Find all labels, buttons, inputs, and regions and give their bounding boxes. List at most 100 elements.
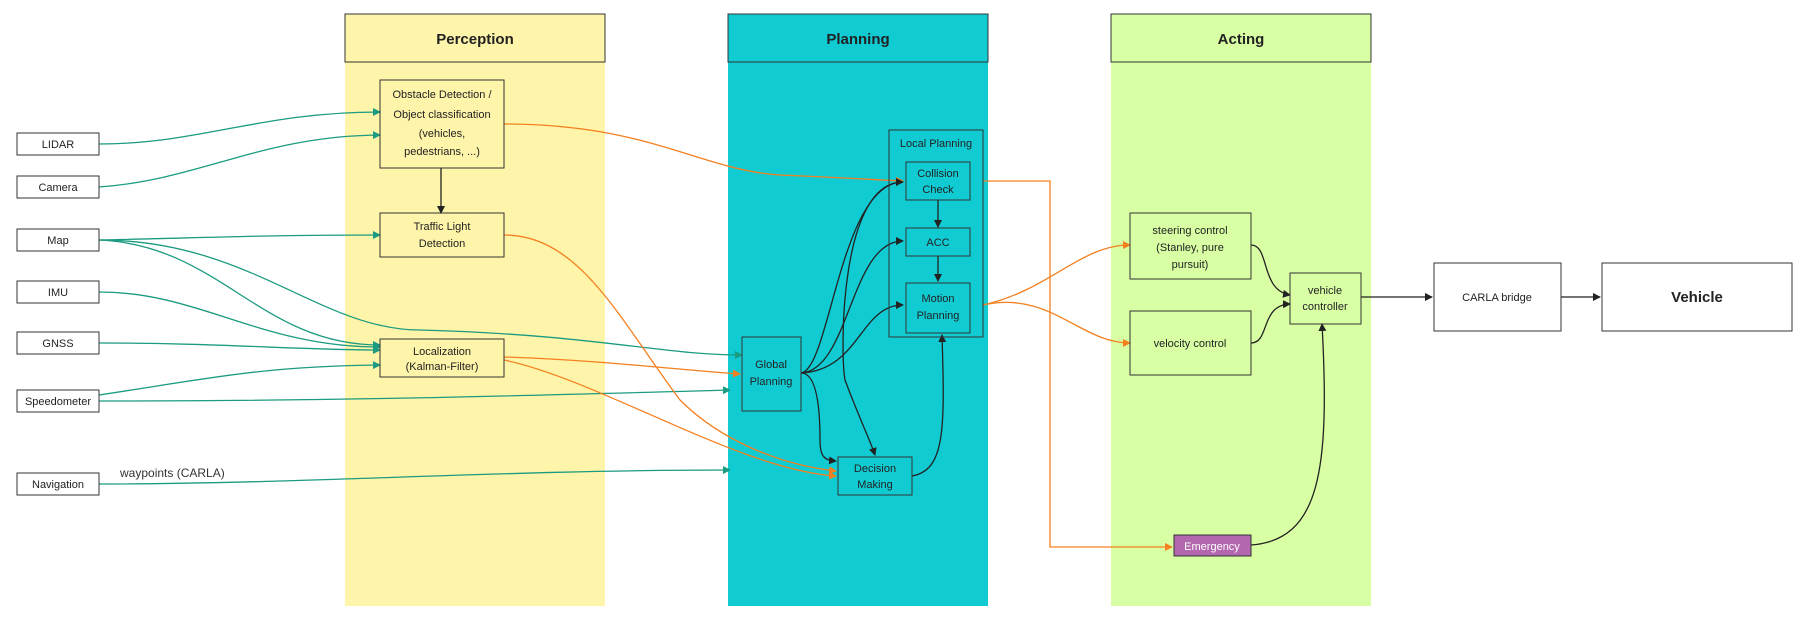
node-collision-check-line-2: Check (922, 184, 954, 196)
input-camera-box (16, 175, 100, 199)
input-imu-label: IMU (48, 287, 68, 299)
edge-collision-to-decision (842, 181, 904, 456)
input-lidar: LIDAR (16, 132, 100, 156)
node-steering-control-line-1: steering control (1152, 225, 1227, 237)
edge-speedometer-to-global (98, 386, 731, 402)
edge-camera-to-obstacle (98, 131, 381, 188)
edge-decision-to-motion (911, 334, 947, 477)
input-gnss: GNSS (16, 331, 100, 355)
lane-planning-title: Planning (826, 31, 889, 48)
edge-localization-to-global (503, 356, 741, 378)
input-speedometer-box (16, 389, 100, 413)
node-emergency: Emergency (1173, 534, 1252, 557)
edge-obstacle-to-collision (503, 123, 904, 185)
lane-perception-background (345, 56, 605, 606)
node-acc-box (905, 227, 971, 257)
edge-localization-to-decision (503, 359, 837, 480)
group-local-planning-box (888, 129, 984, 338)
node-steering-control: steering control (Stanley, pure pursuit) (1129, 212, 1252, 280)
lane-acting-title: Acting (1218, 31, 1265, 48)
edge-global-to-motion (800, 301, 904, 374)
node-carla-bridge: CARLA bridge (1433, 262, 1562, 332)
input-navigation-box (16, 472, 100, 496)
node-global-planning-box (741, 336, 802, 412)
input-navigation-label: Navigation (32, 479, 84, 491)
node-steering-control-line-3: pursuit) (1172, 259, 1209, 271)
node-obstacle-detection-box (379, 79, 505, 169)
lane-acting-header (1110, 13, 1372, 63)
node-global-planning-line-2: Planning (750, 376, 793, 388)
node-motion-planning-line-1: Motion (921, 293, 954, 305)
edge-global-to-acc (800, 237, 904, 374)
node-obstacle-detection-line-2: Object classification (393, 109, 490, 121)
node-obstacle-detection-line-4: pedestrians, ...) (404, 146, 480, 158)
node-vehicle-controller: vehicle controller (1289, 272, 1362, 325)
edge-map-to-global (98, 239, 743, 359)
node-localization: Localization (Kalman-Filter) (379, 338, 505, 378)
node-traffic-light-detection-line-2: Detection (419, 238, 465, 250)
input-camera-label: Camera (38, 182, 78, 194)
node-collision-check-line-1: Collision (917, 168, 959, 180)
input-map: Map (16, 228, 100, 252)
lane-acting: Acting (1110, 13, 1372, 606)
node-vehicle-controller-line-2: controller (1302, 301, 1348, 313)
node-motion-planning-box (905, 282, 971, 334)
lane-acting-background (1111, 56, 1371, 606)
node-steering-control-box (1129, 212, 1252, 280)
group-local-planning: Local Planning (888, 129, 984, 338)
node-decision-making: Decision Making (837, 456, 913, 496)
input-camera: Camera (16, 175, 100, 199)
node-motion-planning-line-2: Planning (917, 310, 960, 322)
node-vehicle-controller-line-1: vehicle (1308, 285, 1342, 297)
lane-perception: Perception (344, 13, 606, 606)
input-imu-box (16, 280, 100, 304)
edge-motion-to-velocity (982, 301, 1131, 347)
lane-perception-header (344, 13, 606, 63)
edge-velocity-to-controller (1250, 300, 1291, 344)
node-steering-control-line-2: (Stanley, pure (1156, 242, 1224, 254)
edges-black (437, 168, 1601, 546)
node-traffic-light-detection-box (379, 212, 505, 258)
node-traffic-light-detection-line-1: Traffic Light (414, 221, 471, 233)
edge-gnss-to-localization (98, 342, 381, 354)
node-vehicle-box (1601, 262, 1793, 332)
edge-speedometer-to-localization (98, 361, 381, 396)
node-decision-making-box (837, 456, 913, 496)
edge-lidar-to-obstacle (98, 108, 381, 145)
node-emergency-label: Emergency (1184, 541, 1240, 553)
edge-emergency-to-controller (1250, 323, 1327, 546)
node-decision-making-line-2: Making (857, 479, 892, 491)
edge-map-to-traffic (98, 231, 381, 241)
node-velocity-control: velocity control (1129, 310, 1252, 376)
edge-navigation-to-global (98, 466, 731, 485)
edge-imu-to-localization (98, 291, 381, 351)
node-global-planning: Global Planning (741, 336, 802, 412)
node-localization-line-2: (Kalman-Filter) (406, 361, 479, 373)
edge-steering-to-controller (1250, 244, 1291, 298)
edge-map-to-localization (98, 239, 381, 349)
node-carla-bridge-label: CARLA bridge (1462, 292, 1532, 304)
edge-traffic-to-decision (503, 234, 837, 475)
node-emergency-box (1173, 534, 1252, 557)
node-collision-check-box (905, 161, 971, 201)
input-lidar-label: LIDAR (42, 139, 74, 151)
lane-planning: Planning (727, 13, 989, 606)
node-localization-line-1: Localization (413, 346, 471, 358)
node-obstacle-detection-line-1: Obstacle Detection / (392, 89, 492, 101)
node-localization-box (379, 338, 505, 378)
edge-label-waypoints: waypoints (CARLA) (119, 466, 225, 480)
input-imu: IMU (16, 280, 100, 304)
node-decision-making-line-1: Decision (854, 463, 896, 475)
node-acc-label: ACC (926, 237, 949, 249)
node-global-planning-line-1: Global (755, 359, 787, 371)
group-local-planning-title: Local Planning (900, 138, 972, 150)
edge-global-to-decision (800, 372, 837, 465)
node-vehicle-controller-box (1289, 272, 1362, 325)
input-navigation: Navigation (16, 472, 100, 496)
node-collision-check: Collision Check (905, 161, 971, 201)
input-map-label: Map (47, 235, 68, 247)
node-obstacle-detection-line-3: (vehicles, (419, 128, 465, 140)
edges-green (98, 108, 743, 485)
node-acc: ACC (905, 227, 971, 257)
